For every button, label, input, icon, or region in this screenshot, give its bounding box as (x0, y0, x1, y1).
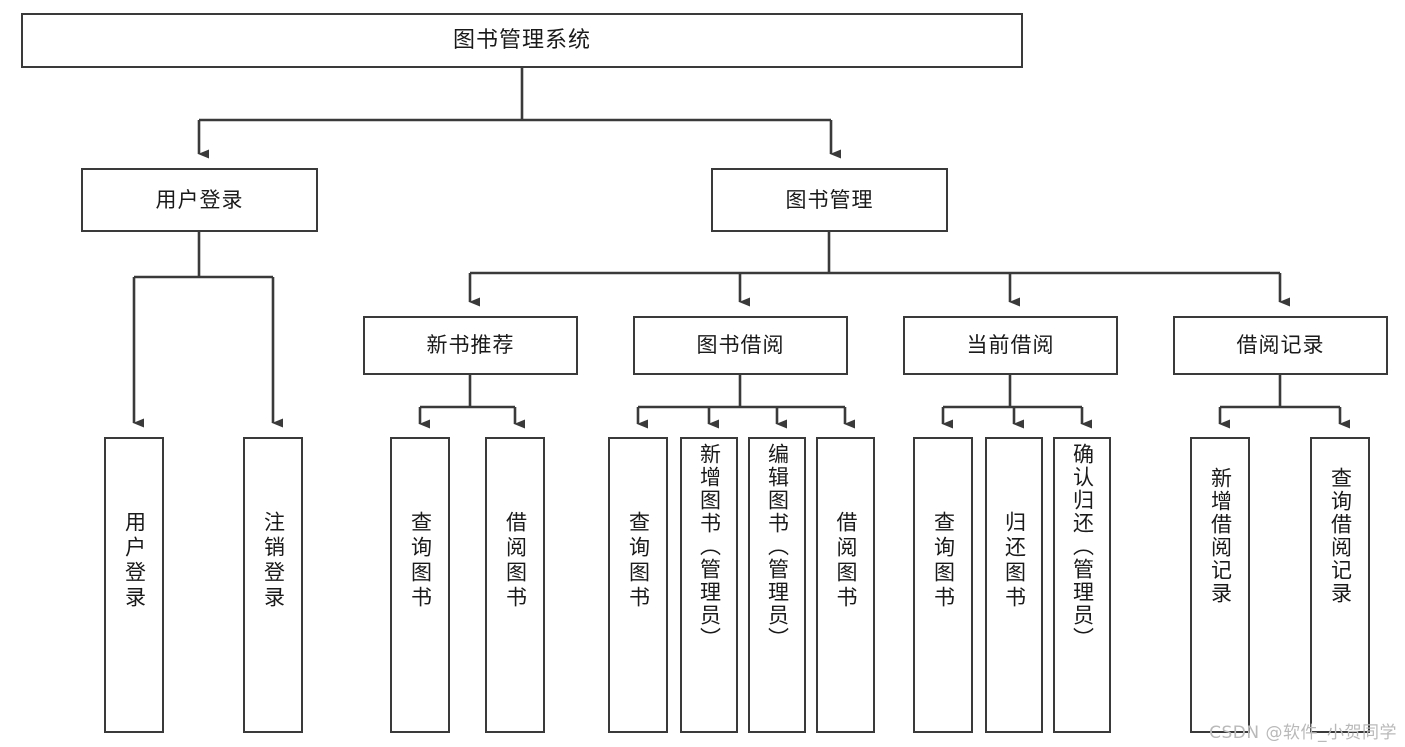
leaf-return-book[interactable]: 归还图书 (985, 437, 1043, 733)
node-root-label: 图书管理系统 (452, 27, 591, 53)
leaf-query-book-recommend-label: 查询图书 (408, 511, 433, 611)
leaf-add-borrow-record[interactable]: 新增借阅记录 (1190, 437, 1250, 733)
leaf-query-book-borrow[interactable]: 查询图书 (608, 437, 668, 733)
leaf-add-book[interactable]: 新增图书（管理员） (680, 437, 738, 733)
node-book-borrow-label: 图书借阅 (696, 333, 785, 358)
leaf-add-book-label: 新增图书（管理员） (697, 443, 722, 650)
node-new-book-recommend-label: 新书推荐 (426, 333, 515, 358)
leaf-edit-book[interactable]: 编辑图书（管理员） (748, 437, 806, 733)
leaf-user-logout-label: 注销登录 (261, 511, 286, 611)
leaf-return-book-label: 归还图书 (1002, 511, 1027, 611)
leaf-borrow-book[interactable]: 借阅图书 (816, 437, 875, 733)
node-user-login-label: 用户登录 (155, 187, 244, 212)
node-borrow-record-label: 借阅记录 (1236, 333, 1325, 358)
leaf-edit-book-label: 编辑图书（管理员） (765, 443, 790, 650)
node-new-book-recommend[interactable]: 新书推荐 (363, 316, 578, 375)
csdn-watermark: CSDN @软件_小贺同学 (1209, 723, 1397, 743)
leaf-add-borrow-record-label: 新增借阅记录 (1208, 467, 1233, 605)
leaf-user-logout[interactable]: 注销登录 (243, 437, 303, 733)
leaf-confirm-return-label: 确认归还（管理员） (1070, 443, 1095, 650)
node-root[interactable]: 图书管理系统 (21, 13, 1023, 68)
node-current-borrow-label: 当前借阅 (966, 333, 1055, 358)
node-current-borrow[interactable]: 当前借阅 (903, 316, 1118, 375)
node-book-manage[interactable]: 图书管理 (711, 168, 948, 232)
leaf-borrow-book-recommend-label: 借阅图书 (503, 511, 528, 611)
leaf-query-book-current-label: 查询图书 (931, 511, 956, 611)
leaf-borrow-book-label: 借阅图书 (834, 511, 858, 611)
leaf-user-login-label: 用户登录 (122, 511, 147, 611)
leaf-query-book-borrow-label: 查询图书 (626, 511, 651, 611)
node-borrow-record[interactable]: 借阅记录 (1173, 316, 1388, 375)
leaf-query-borrow-record-label: 查询借阅记录 (1328, 467, 1353, 605)
leaf-query-borrow-record[interactable]: 查询借阅记录 (1310, 437, 1370, 733)
leaf-query-book-recommend[interactable]: 查询图书 (390, 437, 450, 733)
leaf-user-login[interactable]: 用户登录 (104, 437, 164, 733)
leaf-query-book-current[interactable]: 查询图书 (913, 437, 973, 733)
leaf-borrow-book-recommend[interactable]: 借阅图书 (485, 437, 545, 733)
leaf-confirm-return[interactable]: 确认归还（管理员） (1053, 437, 1111, 733)
node-book-manage-label: 图书管理 (785, 187, 874, 212)
node-book-borrow[interactable]: 图书借阅 (633, 316, 848, 375)
node-user-login[interactable]: 用户登录 (81, 168, 318, 232)
